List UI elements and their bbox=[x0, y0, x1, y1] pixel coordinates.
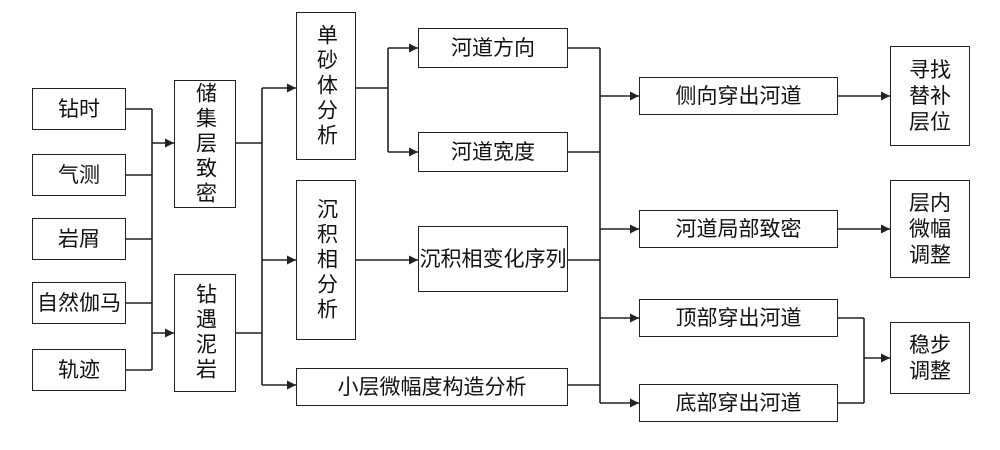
cause-tight-reservoir: 储集层致密 bbox=[174, 80, 236, 208]
facies-change-sequence: 沉积相变化序列 bbox=[418, 226, 568, 292]
scenario-local-tight: 河道局部致密 bbox=[639, 210, 838, 248]
channel-direction: 河道方向 bbox=[418, 28, 568, 68]
channel-width: 河道宽度 bbox=[418, 132, 568, 172]
single-sand-analysis: 单砂体分析 bbox=[296, 12, 356, 160]
scenario-lateral-exit: 侧向穿出河道 bbox=[639, 77, 838, 115]
input-cuttings: 岩屑 bbox=[32, 218, 126, 260]
scenario-bottom-exit: 底部穿出河道 bbox=[639, 384, 838, 422]
micro-structure-analysis: 小层微幅度构造分析 bbox=[296, 368, 568, 406]
scenario-top-exit: 顶部穿出河道 bbox=[639, 299, 838, 337]
action-micro-adjust-in-layer: 层内 微幅 调整 bbox=[890, 180, 970, 278]
action-find-replacement-layer: 寻找 替补 层位 bbox=[890, 46, 970, 146]
cause-mudstone-drilled: 钻遇泥岩 bbox=[174, 274, 236, 392]
input-gas-logging: 气测 bbox=[32, 154, 126, 196]
action-steady-adjust: 稳步 调整 bbox=[890, 322, 970, 394]
input-drilling-time: 钻时 bbox=[32, 88, 126, 130]
input-gamma-ray: 自然伽马 bbox=[32, 282, 126, 324]
input-trajectory: 轨迹 bbox=[32, 349, 126, 391]
sedimentary-facies-analysis: 沉积相分析 bbox=[296, 180, 356, 340]
